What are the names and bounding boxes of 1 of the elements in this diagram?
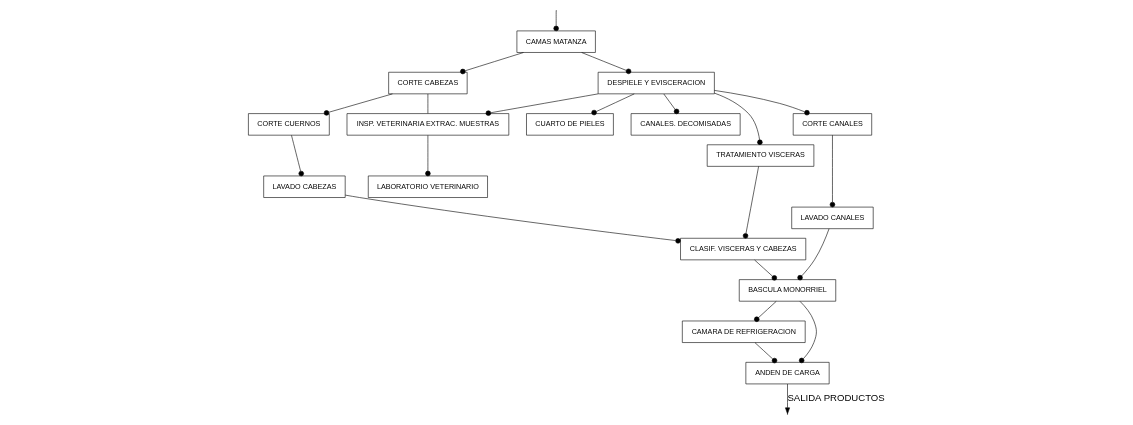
edge-label: SALIDA PRODUCTOS	[787, 392, 885, 404]
